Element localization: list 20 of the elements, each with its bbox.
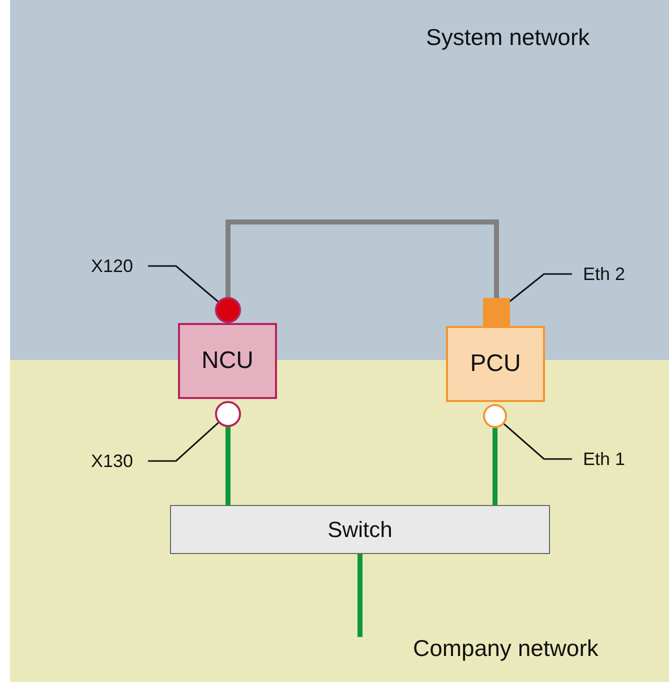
port-circle [215, 297, 241, 323]
port-label: Eth 2 [578, 262, 630, 286]
port-label: X130 [84, 449, 140, 473]
cable-line [358, 554, 362, 637]
port-circle [215, 401, 241, 427]
port-label: Eth 1 [578, 447, 630, 471]
port-circle [483, 404, 507, 428]
zone-title: System network [426, 24, 590, 51]
port-square [483, 298, 510, 326]
device-box: PCU [446, 326, 545, 402]
cable-line [226, 427, 230, 505]
device-box: NCU [178, 323, 277, 399]
leader-line [504, 423, 572, 460]
cable-line [226, 220, 499, 298]
switch-box: Switch [170, 505, 550, 554]
leader-line [148, 422, 219, 462]
cable-line [492, 428, 498, 505]
zone-title: Company network [413, 635, 598, 662]
leader-line [148, 265, 219, 302]
port-label: X120 [84, 254, 140, 278]
